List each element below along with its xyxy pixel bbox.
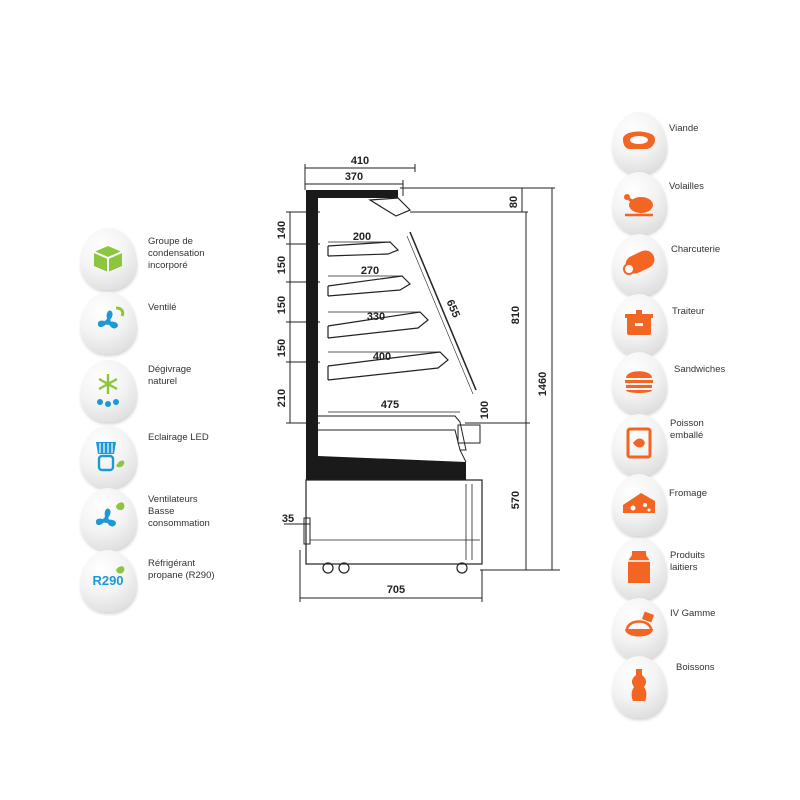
- dim-label-top-inner: 370: [345, 171, 363, 183]
- snowflake-defrost-icon: [80, 360, 136, 422]
- product-label: Fromage: [669, 488, 708, 499]
- dim-label-base: 570: [510, 491, 522, 509]
- dim-label-spacing-2: 150: [276, 256, 288, 274]
- burger-icon: [612, 352, 666, 414]
- product-charcuterie: Charcuterie: [612, 234, 782, 296]
- product-label: Traiteur: [672, 306, 705, 317]
- feature-ventilated: Ventilé: [80, 292, 300, 354]
- fan-icon: [80, 292, 136, 354]
- sausage-icon: [612, 234, 666, 296]
- dim-label-display: 810: [510, 306, 522, 324]
- product-boissons: Boissons: [612, 656, 782, 718]
- product-viande: Viande: [612, 112, 782, 174]
- dim-label-spacing-5: 210: [276, 389, 288, 407]
- low-energy-fan-icon: [80, 488, 136, 550]
- feature-label: Dégivrage naturel: [148, 364, 192, 387]
- condensing-unit-icon: [80, 228, 136, 290]
- product-label: Poisson emballé: [670, 418, 704, 441]
- product-traiteur: Traiteur: [612, 294, 782, 356]
- pot-icon: [612, 294, 666, 356]
- feature-label: Réfrigérant propane (R290): [148, 558, 215, 581]
- feature-natural-defrost: Dégivrage naturel: [80, 360, 300, 422]
- dim-label-spacing-1: 140: [276, 221, 288, 239]
- dim-label-shelf-1: 200: [353, 231, 371, 243]
- product-poisson-emballe: Poisson emballé: [612, 414, 782, 476]
- bottle-icon: [612, 656, 666, 718]
- milk-carton-icon: [612, 538, 666, 600]
- dim-label-shelf-4: 400: [373, 351, 391, 363]
- product-label: Sandwiches: [674, 364, 726, 375]
- dim-label-total: 1460: [537, 372, 549, 396]
- dim-label-top-outer: 410: [351, 155, 369, 167]
- cabinet-body: [303, 190, 483, 574]
- cabinet-cross-section-diagram: 410 370 200 270 330 400 475 140 150 150 …: [276, 155, 560, 602]
- shelves: [327, 241, 449, 381]
- led-bulb-icon: [80, 426, 136, 488]
- product-fromage: Fromage: [612, 474, 782, 536]
- r290-badge-text: R290: [92, 573, 123, 588]
- product-sandwiches: Sandwiches: [612, 352, 782, 414]
- dim-label-shelf-2: 270: [361, 265, 379, 277]
- r290-refrigerant-icon: R290: [80, 550, 136, 612]
- packaged-fish-icon: [612, 414, 666, 476]
- meat-icon: [612, 112, 666, 174]
- cheese-icon: [612, 474, 666, 536]
- feature-label: Ventilateurs Basse consommation: [148, 494, 210, 529]
- dim-label-shelf-3: 330: [367, 311, 385, 323]
- product-label: Charcuterie: [671, 244, 721, 255]
- product-label: Boissons: [676, 662, 715, 673]
- feature-label: Ventilé: [148, 302, 177, 313]
- product-label: Viande: [669, 123, 699, 134]
- dim-label-foot-offset: 35: [282, 513, 294, 525]
- dim-label-glass: 655: [444, 298, 462, 320]
- dim-label-shelf-5: 475: [381, 399, 399, 411]
- feature-label: Eclairage LED: [148, 432, 209, 443]
- front-glass: [409, 231, 477, 391]
- product-volailles: Volailles: [612, 172, 782, 234]
- product-label: IV Gamme: [670, 608, 716, 619]
- feature-label: Groupe de condensation incorporé: [148, 236, 205, 271]
- salad-bowl-icon: [612, 598, 666, 660]
- product-label: Produits laitiers: [670, 550, 705, 573]
- feature-low-energy-fans: Ventilateurs Basse consommation: [80, 488, 300, 550]
- dim-label-depth: 705: [387, 584, 405, 596]
- feature-r290-refrigerant: R290 Réfrigérant propane (R290): [80, 550, 300, 612]
- feature-condensing-unit: Groupe de condensation incorporé: [80, 228, 300, 290]
- dim-label-front-step: 100: [479, 401, 491, 419]
- product-label: Volailles: [669, 181, 704, 192]
- poultry-icon: [612, 172, 666, 234]
- product-iv-gamme: IV Gamme: [612, 598, 782, 660]
- dim-label-canopy: 80: [508, 196, 520, 208]
- feature-led-lighting: Eclairage LED: [80, 426, 300, 488]
- dim-label-spacing-4: 150: [276, 339, 288, 357]
- product-produits-laitiers: Produits laitiers: [612, 538, 782, 600]
- dim-label-spacing-3: 150: [276, 296, 288, 314]
